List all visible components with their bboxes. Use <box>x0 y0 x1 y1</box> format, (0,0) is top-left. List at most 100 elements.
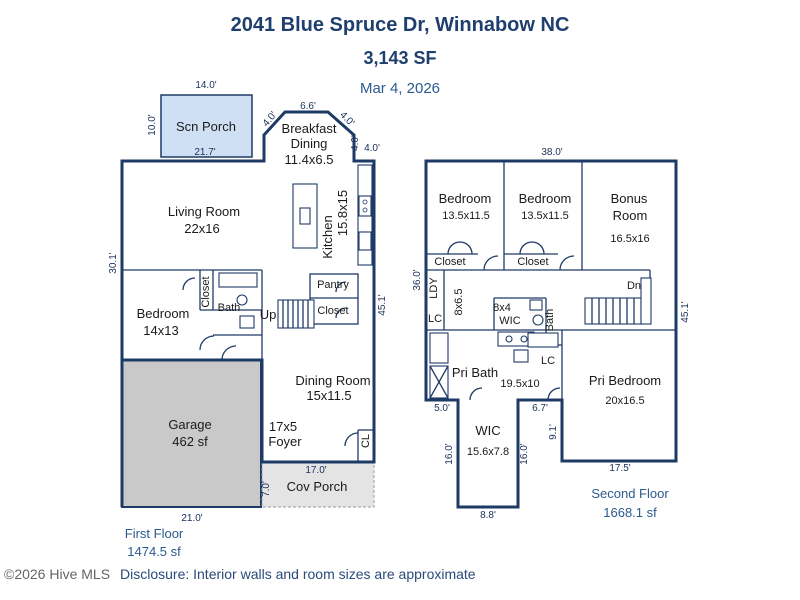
pri-toilet-icon <box>513 349 529 363</box>
bathtub-icon <box>218 272 258 288</box>
pri-bedroom-label: Pri Bedroom <box>589 373 661 388</box>
dining-room-size: 15x11.5 <box>306 388 351 403</box>
staircase-first-floor <box>277 299 315 329</box>
dim-porch-side: 10.0' <box>147 114 158 135</box>
closet-door-icon <box>459 241 473 255</box>
small-wic-size: 8x4 <box>493 302 511 314</box>
kitchen-label: Kitchen <box>320 215 335 258</box>
linen-closet1-label: LC <box>428 313 442 325</box>
garage-label: Garage <box>168 417 211 432</box>
dim-bay-right: 4.0' <box>337 110 356 129</box>
closet-door-icon <box>531 241 545 255</box>
bonus-room-label-line2: Room <box>613 208 648 223</box>
garage-door-icon <box>221 345 237 361</box>
bedroom-door-icon <box>199 335 215 351</box>
dim-bay-top: 6.6' <box>300 101 316 112</box>
dim-second-left: 36.0' <box>412 269 423 290</box>
coat-closet-label: CL <box>360 434 372 448</box>
closet-door-icon <box>519 241 533 255</box>
bedroom2-label: Bedroom <box>519 191 572 206</box>
pri-sink-icon <box>505 335 513 343</box>
garage-size: 462 sf <box>172 434 208 449</box>
bedroom-closet-label: Closet <box>200 276 212 307</box>
burner-icon <box>362 207 368 213</box>
pantry-closet-block <box>309 273 359 325</box>
refrigerator-icon <box>358 231 372 251</box>
dim-second-top: 38.0' <box>541 147 562 158</box>
pantry-door-icon <box>335 281 347 293</box>
property-address: 2041 Blue Spruce Dr, Winnabow NC <box>230 14 570 36</box>
hall-bathtub-icon <box>527 332 559 348</box>
dim-wic-right-top: 6.7' <box>532 403 548 414</box>
closet-door-icon <box>447 241 461 255</box>
hall-sink-icon <box>529 299 543 311</box>
dim-cov-porch-depth: 7.0' <box>261 481 272 497</box>
shower-mark <box>429 365 449 399</box>
bonus-room-label: Bonus <box>611 191 648 206</box>
pri-bathtub-icon <box>429 332 449 364</box>
stairs-up-label: Up <box>260 307 277 322</box>
burner-icon <box>362 199 368 205</box>
wic-label: WIC <box>475 423 500 438</box>
bath-label: Bath <box>218 302 241 314</box>
dim-cov-porch-width: 17.0' <box>305 465 326 476</box>
dim-wic-bottom: 8.8' <box>480 510 496 521</box>
stairs-down-label: Dn <box>627 280 641 292</box>
second-floor-label: Second Floor <box>591 486 669 501</box>
total-square-footage: 3,143 SF <box>363 48 437 68</box>
first-floor-area: 1474.5 sf <box>127 544 181 559</box>
first-floor-plan: Scn Porch Breakfast Dining 11.4x6.5 Livi… <box>108 80 388 559</box>
range-icon <box>358 195 372 217</box>
bonus-room-size: 16.5x16 <box>610 233 649 245</box>
breakfast-label-line2: Dining <box>291 136 328 151</box>
second-floor-exterior-wall <box>424 159 678 509</box>
toilet-icon <box>236 294 248 306</box>
covered-porch <box>261 461 375 508</box>
dim-wic-left-top: 5.0' <box>434 403 450 414</box>
foyer-size: 17x5 <box>269 419 297 434</box>
wic-door-icon <box>469 387 483 401</box>
small-wic-label: WIC <box>499 315 520 327</box>
pantry-label: Pantry <box>317 279 349 291</box>
laundry-label: LDY <box>428 277 440 299</box>
copyright-watermark: ©2026 Hive MLS <box>4 566 111 582</box>
hall-toilet-icon <box>532 314 544 326</box>
closet-label: Closet <box>317 305 348 317</box>
pri-bedroom-door-icon <box>547 387 561 401</box>
first-floor-label: First Floor <box>125 526 184 541</box>
covered-porch-label: Cov Porch <box>287 479 348 494</box>
coat-closet-door-icon <box>344 432 359 447</box>
hall-bath-label: Bath <box>544 309 556 332</box>
bath-sink-icon <box>239 315 255 329</box>
bedroom-door-icon <box>559 255 575 271</box>
pri-sink-icon <box>520 335 528 343</box>
dim-first-left: 30.1' <box>108 252 119 273</box>
bedroom-door-icon <box>483 255 499 271</box>
screened-porch <box>160 94 253 158</box>
breakfast-label: Breakfast <box>282 121 337 136</box>
bedroom-label: Bedroom <box>137 306 190 321</box>
hall-size: 8x6.5 <box>453 289 465 316</box>
screened-porch-label: Scn Porch <box>176 119 236 134</box>
second-floor-area: 1668.1 sf <box>603 505 657 520</box>
dim-bay-corner: 4.0' <box>364 143 380 154</box>
dim-bay-right-side: 4.0' <box>350 135 361 151</box>
dim-porch-top: 14.0' <box>195 80 216 91</box>
dim-wic-right: 16.0' <box>519 443 530 464</box>
breakfast-size: 11.4x6.5 <box>285 152 334 167</box>
dim-pri-bedroom-bottom: 17.5' <box>609 463 630 474</box>
dim-second-right: 45.1' <box>680 301 691 322</box>
kitchen-size: 15.8x15 <box>335 190 350 236</box>
dim-pri-bedroom-left: 9.1' <box>548 424 559 440</box>
dim-first-right: 45.1' <box>377 294 388 315</box>
dim-porch-bottom: 21.7' <box>194 147 215 158</box>
dim-wic-left: 16.0' <box>444 443 455 464</box>
pri-bath-size: 19.5x10 <box>500 378 539 390</box>
living-room-size: 22x16 <box>184 221 219 236</box>
kitchen-sink-icon <box>299 207 311 225</box>
pri-bath-label: Pri Bath <box>452 365 498 380</box>
plan-date: Mar 4, 2026 <box>359 80 441 97</box>
dining-room-label: Dining Room <box>295 373 370 388</box>
